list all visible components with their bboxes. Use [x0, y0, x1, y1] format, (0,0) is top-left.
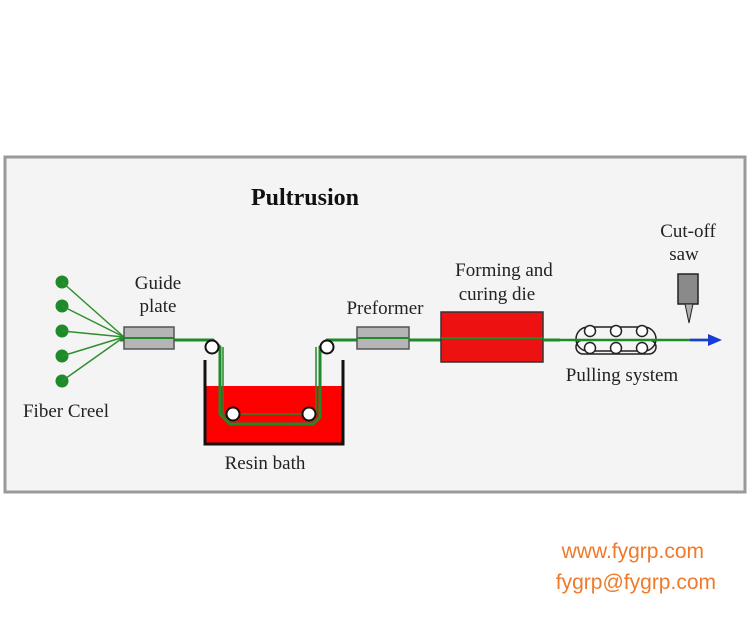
label-preformer: Preformer	[346, 298, 424, 319]
roller	[204, 339, 220, 355]
watermark-email: fygrp@fygrp.com	[555, 571, 716, 594]
fiber-path-inner	[222, 347, 317, 415]
label-resin-bath: Resin bath	[225, 453, 306, 474]
label-guide-plate-line1: Guide	[135, 273, 181, 294]
fiber-strands	[61, 281, 125, 382]
roller	[301, 406, 317, 422]
label-fiber-creel: Fiber Creel	[23, 401, 109, 422]
label-cutoff-line1: Cut-off	[660, 221, 716, 242]
saw-blade	[684, 303, 694, 324]
cutoff-saw	[677, 273, 699, 324]
roller	[319, 339, 335, 355]
label-pulling-system: Pulling system	[566, 365, 679, 386]
label-guide-plate-line2: plate	[140, 296, 177, 317]
label-cutoff-line2: saw	[669, 244, 699, 265]
roller	[225, 406, 241, 422]
pulling-system	[575, 324, 657, 355]
diagram-frame	[3, 155, 747, 494]
label-die-line2: curing die	[459, 284, 536, 305]
watermark-website: www.fygrp.com	[561, 540, 704, 563]
bath-container	[203, 360, 345, 446]
saw-body	[677, 273, 699, 305]
output-arrow-head	[708, 334, 722, 346]
diagram-title: Pultrusion	[251, 185, 359, 211]
label-die-line1: Forming and	[455, 260, 553, 281]
